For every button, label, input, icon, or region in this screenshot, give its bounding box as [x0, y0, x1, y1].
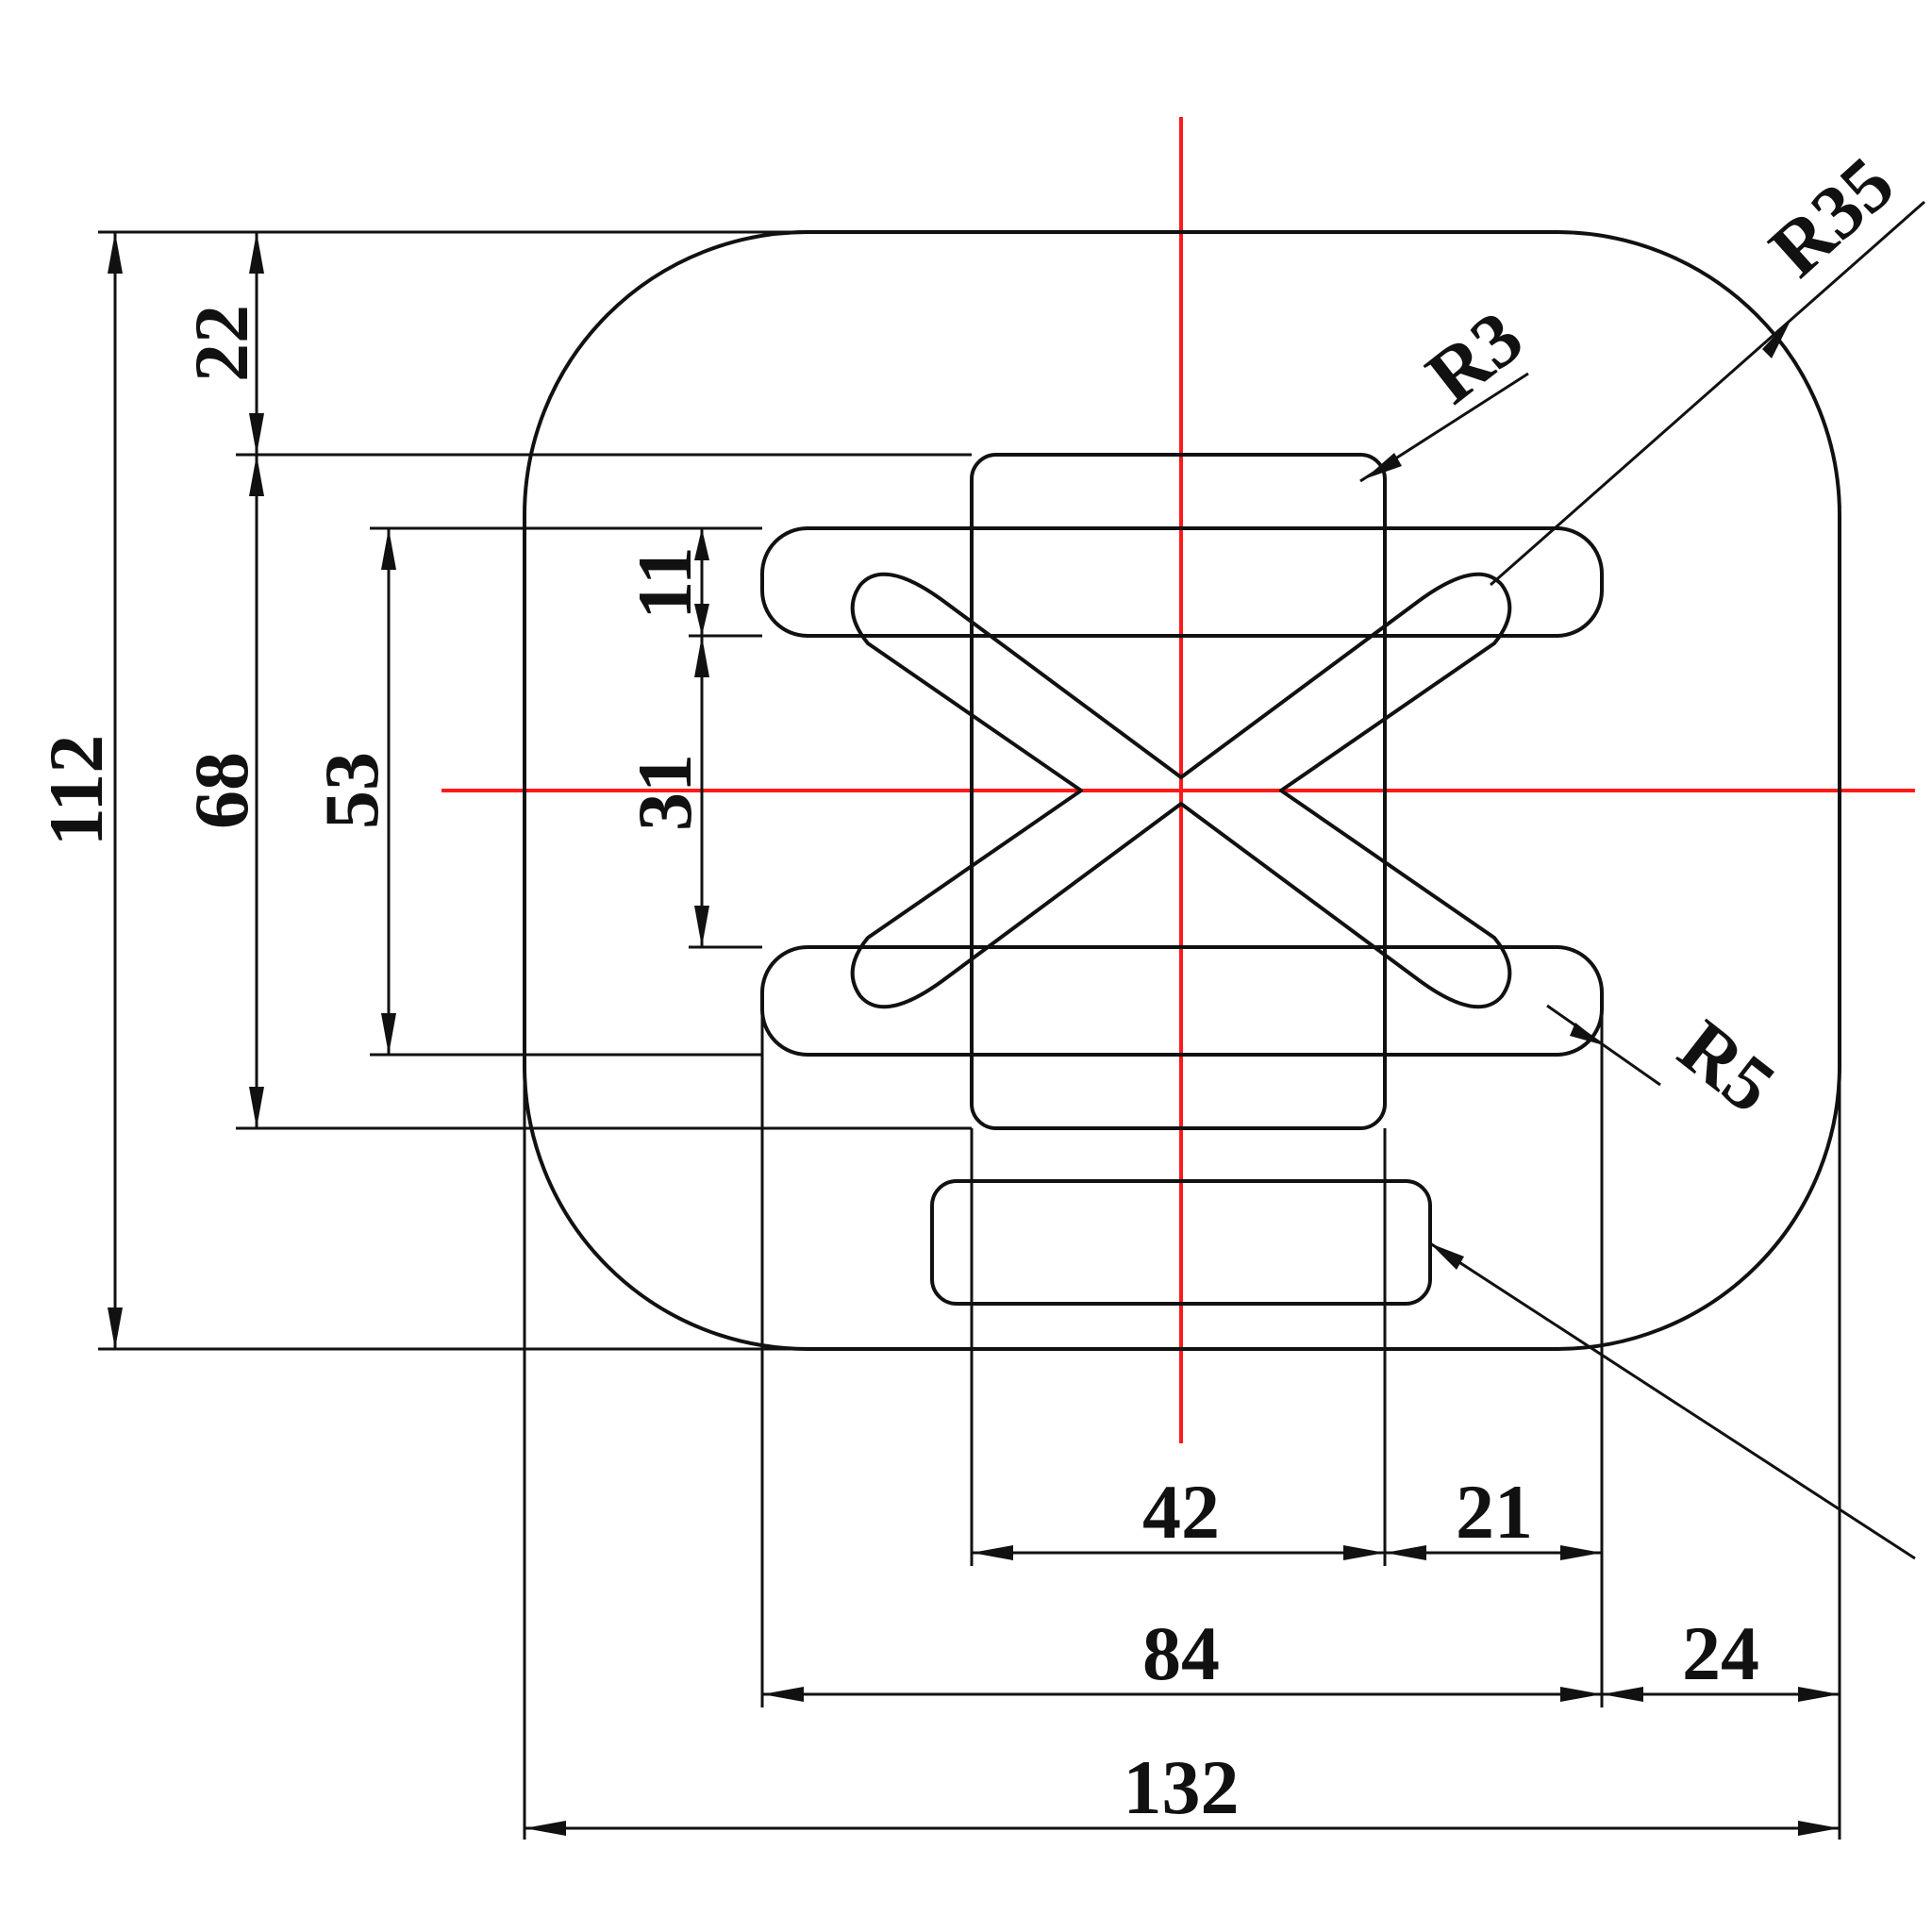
dim-22: 22 — [178, 305, 264, 382]
central-rectangle — [970, 453, 1387, 1130]
dim-84: 84 — [1142, 1610, 1220, 1696]
dim-24: 24 — [1682, 1610, 1759, 1696]
bottom-slot — [930, 1179, 1432, 1306]
horizontal-dimension-lines — [525, 1545, 1840, 1836]
dim-31: 31 — [622, 754, 708, 831]
dim-68: 68 — [178, 752, 264, 829]
outer-plate-outline — [523, 230, 1841, 1351]
x-shape-outer — [850, 572, 1512, 1009]
radius-leaders — [1359, 200, 1925, 1560]
dim-r3: R3 — [1411, 294, 1539, 420]
dim-53: 53 — [308, 752, 394, 829]
x-cutout — [850, 572, 1512, 1009]
upper-slot — [760, 526, 1604, 638]
dim-112: 112 — [33, 735, 119, 846]
vertical-dimension-lines — [108, 232, 709, 1349]
dim-r35: R35 — [1754, 141, 1910, 293]
dim-21: 21 — [1456, 1469, 1533, 1555]
dim-42: 42 — [1142, 1469, 1220, 1555]
dim-11: 11 — [622, 546, 708, 619]
center-lines — [441, 117, 1915, 1443]
dim-132: 132 — [1124, 1744, 1240, 1830]
extension-lines — [98, 230, 1841, 1840]
dim-r5: R5 — [1663, 1004, 1790, 1129]
